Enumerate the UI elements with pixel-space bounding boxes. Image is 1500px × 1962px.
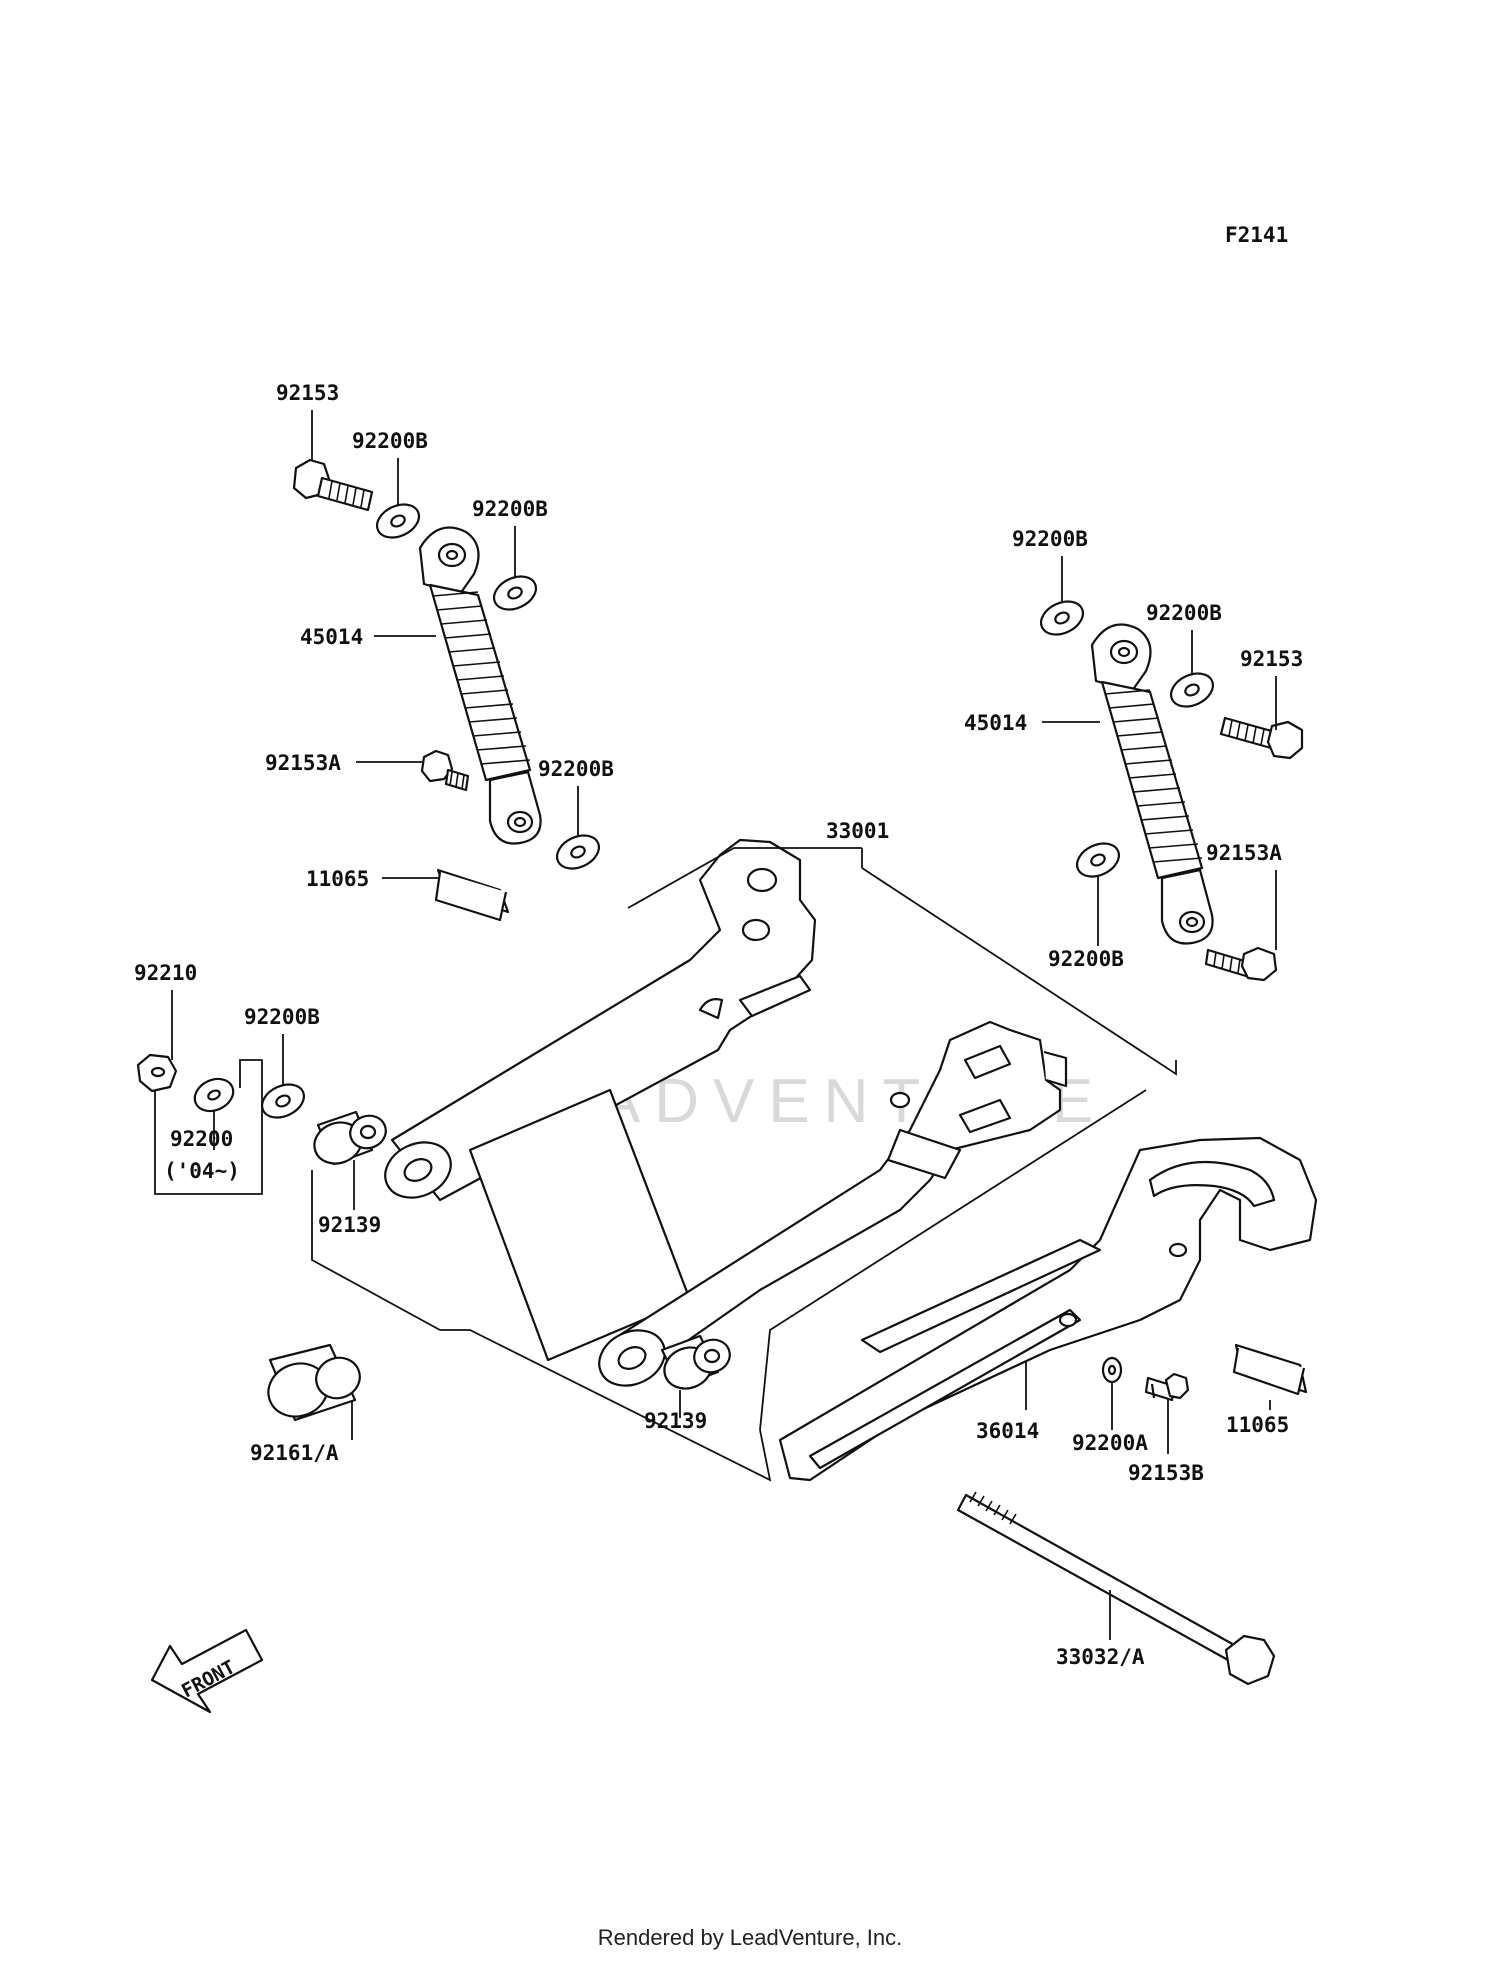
label-92210: 92210: [134, 961, 197, 985]
left-shock-bolt-92153: [292, 458, 374, 512]
right-washer-92200B-upper: [1039, 600, 1085, 636]
label-92200B-l1: 92200B: [352, 429, 428, 453]
label-92161A: 92161/A: [250, 1441, 339, 1465]
label-11065-left: 11065: [306, 867, 369, 891]
label-92139-left: 92139: [318, 1213, 381, 1237]
label-92153A-right: 92153A: [1206, 841, 1282, 865]
left-washer-92200B-side: [492, 575, 538, 611]
label-92200B-r3: 92200B: [1048, 947, 1124, 971]
washer-92200B-pivot: [260, 1083, 306, 1119]
axle-bolt-33032A: [956, 1491, 1276, 1686]
label-92139-right: 92139: [644, 1409, 707, 1433]
label-92200B-l3: 92200B: [538, 757, 614, 781]
right-washer-92200B-side: [1169, 672, 1215, 708]
part-labels: 92153 92200B 92200B 45014 92153A 92200B …: [134, 381, 1303, 1669]
right-washer-92200B-lower: [1075, 842, 1121, 878]
label-45014-left: 45014: [300, 625, 363, 649]
washer-92200A: [1101, 1356, 1123, 1384]
bolt-92153B: [1144, 1372, 1190, 1402]
left-collar-11065: [434, 868, 510, 922]
nut-92210: [136, 1053, 178, 1093]
right-shock-absorber-45014: [1090, 623, 1214, 945]
label-92200B-r2: 92200B: [1146, 601, 1222, 625]
figure-code: F2141: [1225, 223, 1288, 247]
chain-guard-36014: [778, 1136, 1318, 1482]
left-bolt-92153A: [420, 749, 470, 792]
right-bolt-92153A: [1204, 946, 1278, 982]
label-11065-right: 11065: [1226, 1413, 1289, 1437]
bushing-92139-right: [660, 1334, 731, 1390]
label-92200A: 92200A: [1072, 1431, 1148, 1455]
bushing-92161A: [267, 1343, 361, 1422]
label-92200-note: ('04~): [164, 1159, 240, 1183]
front-direction-marker: FRONT: [150, 1628, 264, 1714]
label-92153A-left: 92153A: [265, 751, 341, 775]
washer-92200: [193, 1077, 235, 1113]
footer-credit: Rendered by LeadVenture, Inc.: [597, 1925, 903, 1950]
left-shock-absorber-45014: [418, 526, 542, 845]
label-92153-left: 92153: [276, 381, 339, 405]
label-92200: 92200: [170, 1127, 233, 1151]
label-92153-right: 92153: [1240, 647, 1303, 671]
bushing-92139-left: [313, 1110, 387, 1166]
collar-11065-right: [1232, 1343, 1308, 1396]
left-washer-92200B-upper: [375, 503, 421, 539]
swingarm-33001: [384, 838, 1068, 1387]
label-45014-right: 45014: [964, 711, 1027, 735]
right-bolt-92153: [1219, 716, 1304, 760]
label-92200B-l4: 92200B: [244, 1005, 320, 1029]
label-92153B: 92153B: [1128, 1461, 1204, 1485]
left-washer-92200B-lower: [555, 834, 601, 870]
leader-lines: [154, 410, 1277, 1640]
label-92200B-r1: 92200B: [1012, 527, 1088, 551]
label-33032A: 33032/A: [1056, 1645, 1145, 1669]
label-92200B-l2: 92200B: [472, 497, 548, 521]
label-36014: 36014: [976, 1419, 1039, 1443]
label-33001: 33001: [826, 819, 889, 843]
